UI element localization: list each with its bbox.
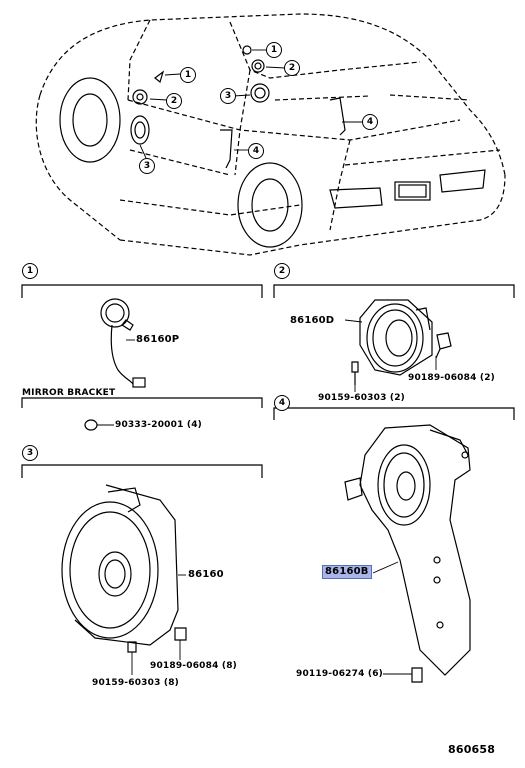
callout-car-1a: 1 — [266, 42, 282, 58]
diagram-id: 860658 — [448, 743, 496, 756]
part-label-86160B[interactable]: 86160B — [322, 565, 372, 579]
car-outline — [35, 13, 506, 256]
callout-car-3a: 3 — [220, 88, 236, 104]
part-label-90333: 90333-20001 (4) — [115, 420, 202, 430]
part-label-90119: 90119-06274 (6) — [296, 669, 383, 679]
part-label-86160P: 86160P — [136, 334, 180, 345]
part-label-86160D: 86160D — [290, 315, 335, 326]
callout-car-4a: 4 — [248, 143, 264, 159]
car-rear-details — [329, 169, 486, 209]
callout-car-2a: 2 — [284, 60, 300, 76]
callout-car-2b: 2 — [166, 93, 182, 109]
part-label-90189-a: 90189-06084 (2) — [408, 373, 495, 383]
section-number-4: 4 — [274, 395, 290, 411]
car-wheels — [59, 77, 303, 248]
section-number-1: 1 — [22, 263, 38, 279]
part-label-86160: 86160 — [188, 569, 224, 580]
callout-car-4b: 4 — [362, 114, 378, 130]
car-speakers — [130, 45, 346, 169]
part-86160D-drawing — [344, 299, 452, 392]
callout-car-1b: 1 — [180, 67, 196, 83]
callout-car-3b: 3 — [139, 158, 155, 174]
part-label-90159-a: 90159-60303 (2) — [318, 393, 405, 403]
mirror-bracket-label: MIRROR BRACKET — [22, 388, 116, 398]
part-86160P-drawing — [100, 298, 146, 388]
part-label-90189-b: 90189-06084 (8) — [150, 661, 237, 671]
part-label-90159-b: 90159-60303 (8) — [92, 678, 179, 688]
part-90333-drawing — [84, 419, 114, 431]
section-brackets — [21, 284, 515, 478]
car-leaders — [139, 49, 362, 159]
part-86160B-drawing — [344, 424, 471, 683]
section-number-2: 2 — [274, 263, 290, 279]
part-86160-drawing — [61, 484, 187, 675]
section-number-3: 3 — [22, 445, 38, 461]
